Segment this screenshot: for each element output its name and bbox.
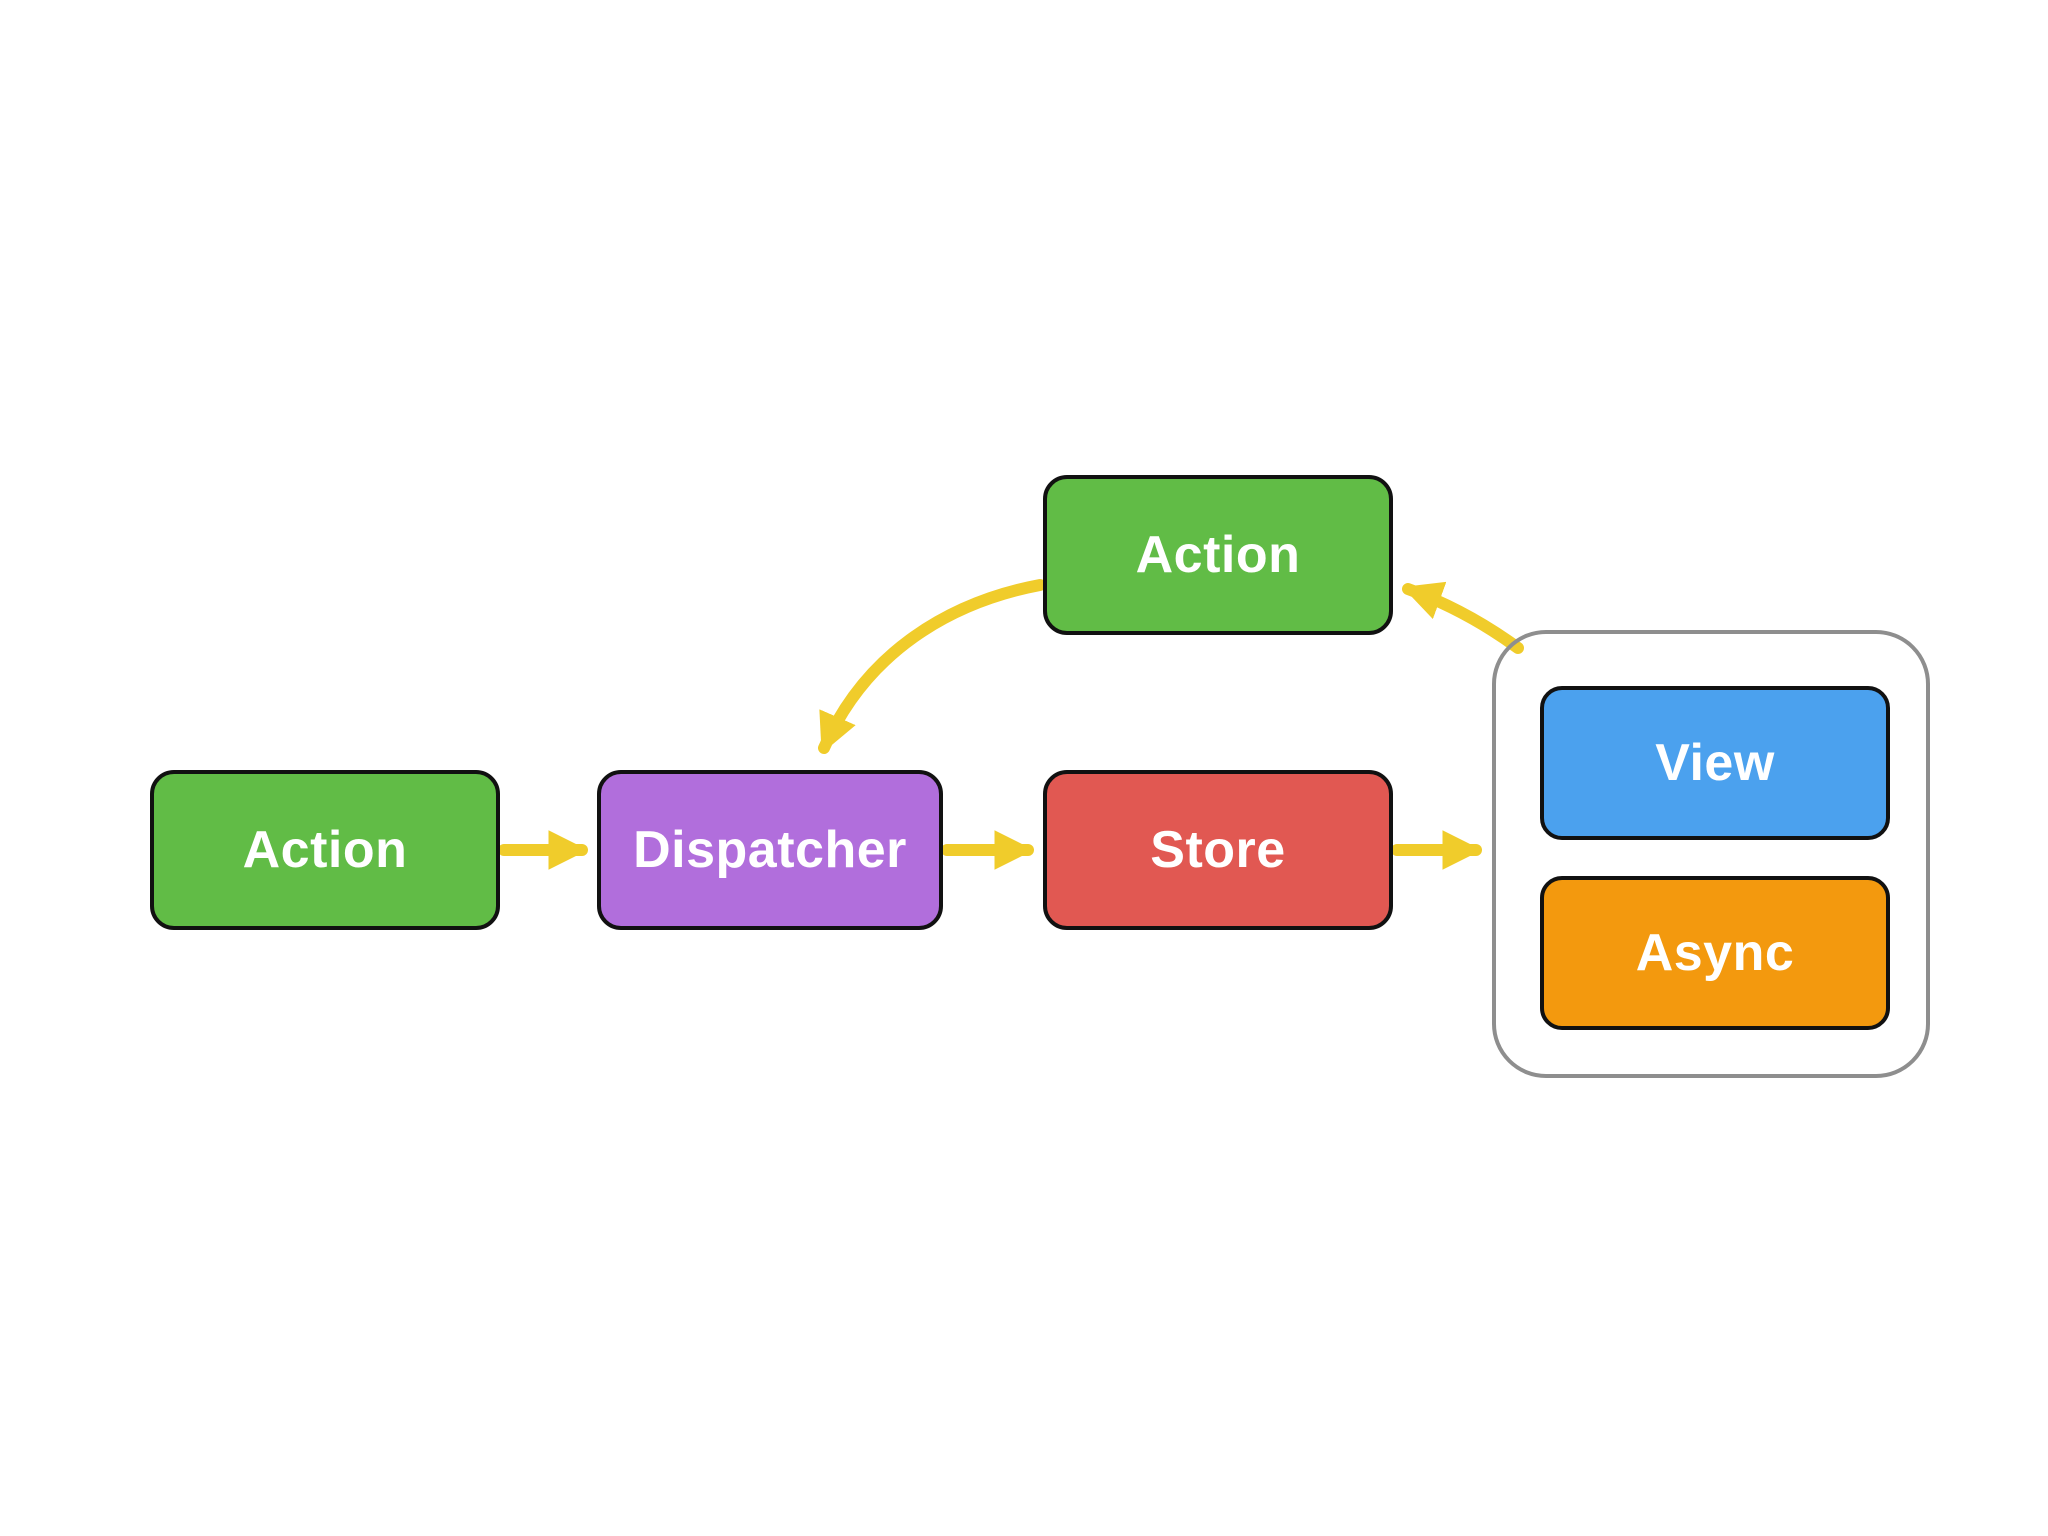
arrow-action-to-dispatcher-curved — [818, 579, 1046, 754]
node-action-top-label: Action — [1135, 526, 1301, 584]
node-action-left-label: Action — [242, 821, 408, 879]
view-async-group: View Async — [1492, 630, 1930, 1078]
node-store-label: Store — [1150, 821, 1286, 879]
arrow-view-group-to-action — [1402, 581, 1524, 654]
node-view: View — [1540, 686, 1890, 840]
node-async: Async — [1540, 876, 1890, 1030]
node-async-label: Async — [1635, 924, 1795, 982]
node-dispatcher-label: Dispatcher — [633, 821, 907, 879]
node-view-label: View — [1655, 734, 1775, 792]
node-dispatcher: Dispatcher — [597, 770, 943, 930]
node-store: Store — [1043, 770, 1393, 930]
node-action-left: Action — [150, 770, 500, 930]
node-action-top: Action — [1043, 475, 1393, 635]
